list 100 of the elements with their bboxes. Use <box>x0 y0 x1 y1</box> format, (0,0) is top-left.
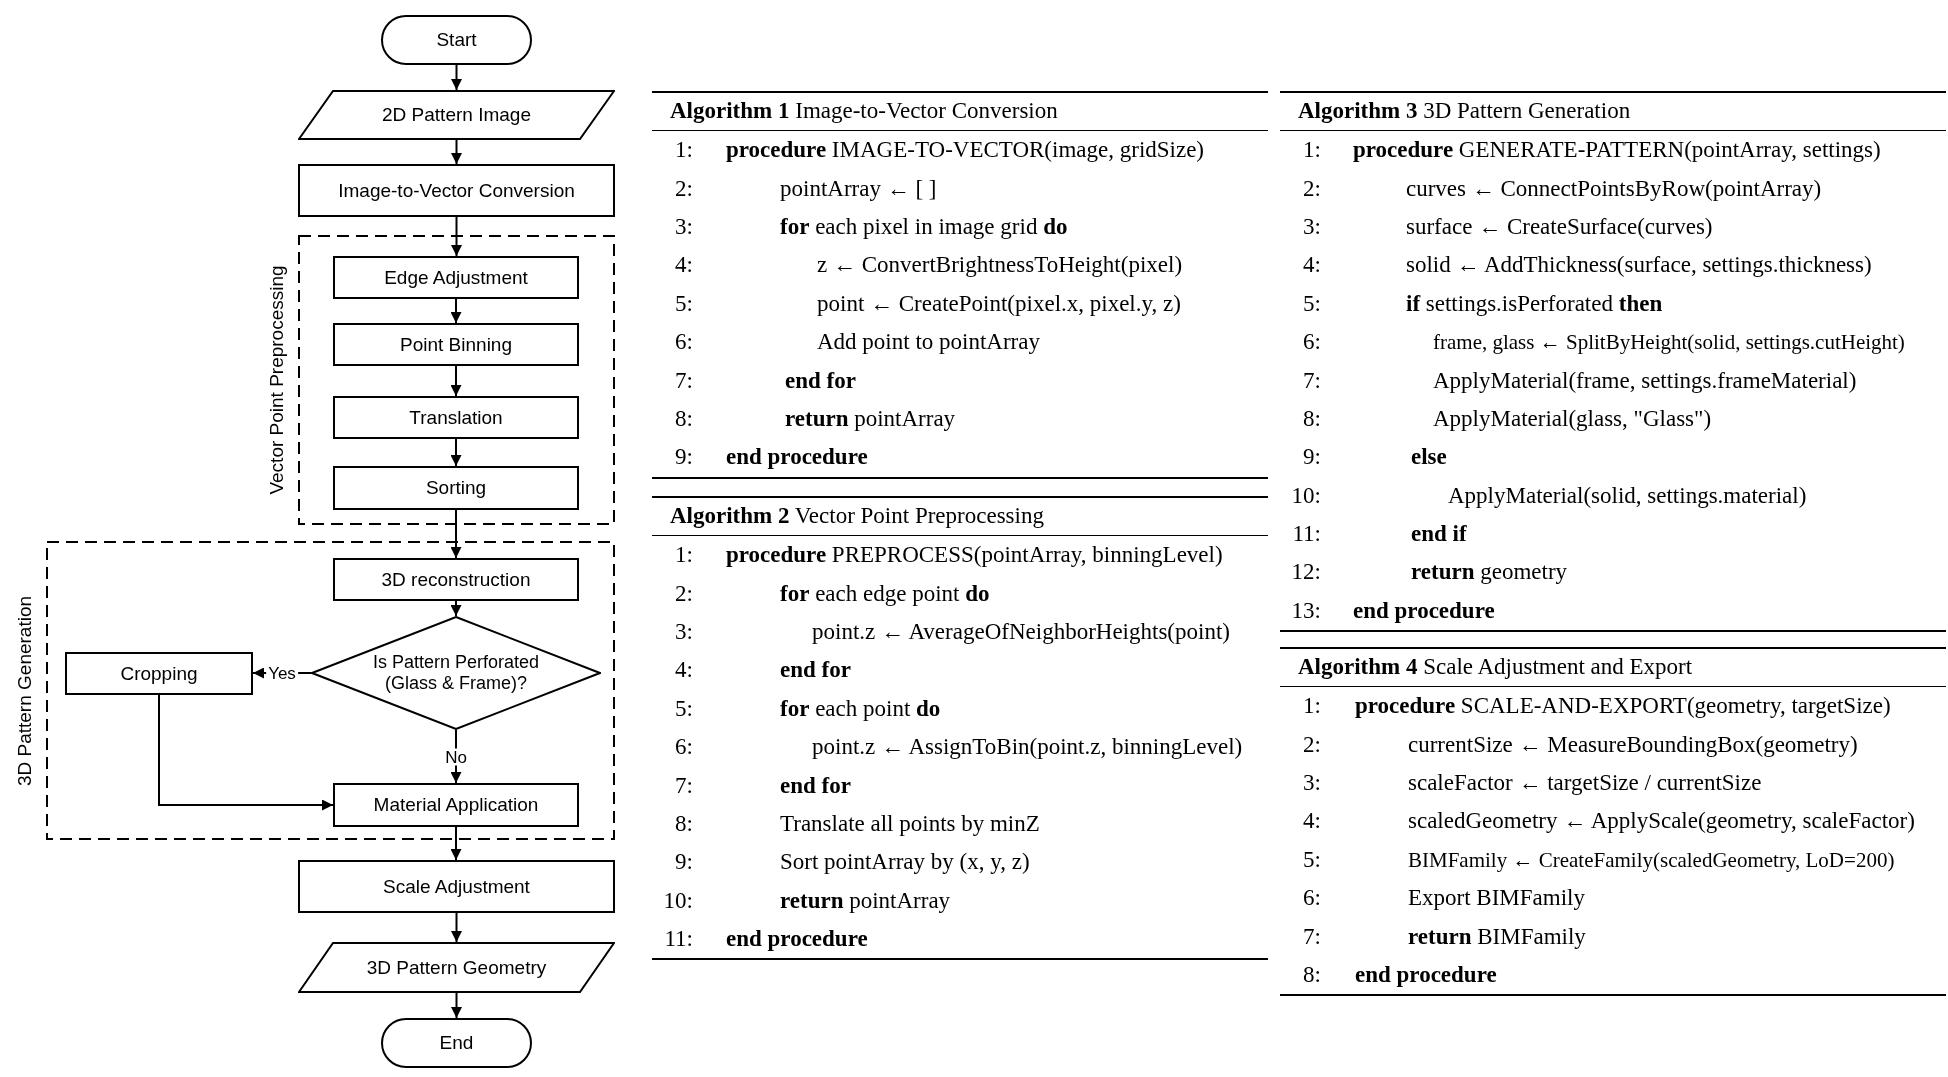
pseudocode-line: ApplyMaterial(solid, settings.material) <box>1448 481 1807 510</box>
pseudocode-line: procedure GENERATE-PATTERN(pointArray, settings) <box>1353 135 1881 164</box>
pseudocode-line: solid ← AddThickness(surface, settings.thickness) <box>1406 251 1872 279</box>
step-label: Start <box>436 28 477 52</box>
pseudocode-line: end for <box>780 656 851 684</box>
data-parallelogram <box>298 90 615 140</box>
pseudocode-line: return BIMFamily <box>1408 922 1586 951</box>
edge-label: Yes <box>266 664 298 682</box>
line-number: 6: <box>675 327 693 356</box>
line-number: 9: <box>1303 442 1321 471</box>
pseudocode-line: end if <box>1411 519 1467 548</box>
line-number: 4: <box>1303 807 1321 835</box>
flow-arrow <box>451 139 462 165</box>
line-number: 3: <box>675 617 693 646</box>
line-number: 10: <box>663 886 693 915</box>
line-number: 7: <box>1303 366 1321 395</box>
step-label: Translation <box>409 405 503 430</box>
pseudocode-line: end procedure <box>1355 960 1497 989</box>
step-label: Image-to-Vector Conversion <box>338 178 575 203</box>
line-number: 3: <box>1303 768 1321 797</box>
pseudocode-line: Export BIMFamily <box>1408 883 1585 912</box>
line-number: 2: <box>1303 174 1321 203</box>
line-number: 1: <box>675 540 693 569</box>
step-label: Point Binning <box>400 332 512 357</box>
pseudocode-line: Translate all points by minZ <box>780 809 1040 838</box>
group-title: Vector Point Preprocessing <box>266 265 286 495</box>
pseudocode-line: for each point do <box>780 694 941 723</box>
pseudocode-line: curves ← ConnectPointsByRow(pointArray) <box>1406 174 1822 203</box>
line-number: 3: <box>675 212 693 241</box>
step-label: 3D Pattern Geometry <box>366 955 547 980</box>
process-box <box>298 860 615 913</box>
step-label: Cropping <box>120 661 198 686</box>
pseudocode-line: point.z ← AssignToBin(point.z, binningLevel) <box>812 732 1243 761</box>
line-number: 4: <box>675 251 693 279</box>
process-box <box>298 164 615 217</box>
line-number: 8: <box>675 809 693 838</box>
process-box <box>65 652 253 695</box>
pseudocode-line: procedure SCALE-AND-EXPORT(geometry, targetSize) <box>1355 691 1891 720</box>
pseudocode-line: return pointArray <box>785 404 956 433</box>
line-number: 5: <box>675 289 693 318</box>
pseudocode-line: z ← ConvertBrightnessToHeight(pixel) <box>817 251 1183 279</box>
pseudocode-line: return pointArray <box>780 886 951 915</box>
pseudocode-line: return geometry <box>1411 558 1568 587</box>
line-number: 11: <box>1292 519 1321 548</box>
line-number: 1: <box>1303 691 1321 720</box>
line-number: 6: <box>675 732 693 761</box>
line-number: 7: <box>675 771 693 800</box>
line-number: 9: <box>675 847 693 876</box>
pseudocode-line: for each pixel in image grid do <box>780 212 1068 241</box>
algorithm-caption: Algorithm 4 Scale Adjustment and Export <box>1298 653 1693 682</box>
flow-arrow <box>450 298 462 324</box>
flow-arrow <box>450 365 462 397</box>
line-number: 8: <box>675 404 693 433</box>
step-label: Scale Adjustment <box>383 874 530 899</box>
pseudocode-line: pointArray ← [ ] <box>780 174 937 203</box>
pseudocode-line: currentSize ← MeasureBoundingBox(geometry) <box>1408 730 1858 759</box>
line-number: 3: <box>1303 212 1321 241</box>
pseudocode-line: point ← CreatePoint(pixel.x, pixel.y, z) <box>817 289 1181 318</box>
line-number: 11: <box>664 924 693 953</box>
pseudocode-line: end procedure <box>1353 596 1495 625</box>
line-number: 1: <box>675 135 693 164</box>
line-number: 2: <box>675 174 693 203</box>
line-number: 1: <box>1303 135 1321 164</box>
pseudocode-line: BIMFamily ← CreateFamily(scaledGeometry, LoD=200) <box>1408 846 1895 873</box>
flow-arrow <box>451 64 462 91</box>
pseudocode-line: end for <box>785 366 856 395</box>
flow-arrow <box>450 438 462 467</box>
step-label: Sorting <box>425 476 487 500</box>
line-number: 10: <box>1291 481 1321 510</box>
line-number: 7: <box>1303 922 1321 951</box>
line-number: 4: <box>1303 251 1321 279</box>
algorithm-caption: Algorithm 2 Vector Point Preprocessing <box>670 502 1044 531</box>
line-number: 12: <box>1291 558 1321 587</box>
line-number: 5: <box>1303 845 1321 874</box>
line-number: 5: <box>675 694 693 723</box>
pseudocode-line: for each edge point do <box>780 579 990 608</box>
flow-arrow <box>450 826 462 861</box>
pseudocode-line: Sort pointArray by (x, y, z) <box>780 847 1030 876</box>
line-number: 8: <box>1303 960 1321 989</box>
process-box <box>333 396 579 439</box>
pseudocode-line: procedure PREPROCESS(pointArray, binningLevel) <box>726 540 1223 569</box>
line-number: 6: <box>1303 883 1321 912</box>
pseudocode-line: end procedure <box>726 442 868 471</box>
flow-arrow <box>451 992 462 1019</box>
line-number: 2: <box>1303 730 1321 759</box>
edge-label: No <box>443 748 469 765</box>
line-number: 6: <box>1303 327 1321 356</box>
line-number: 7: <box>675 366 693 395</box>
pseudocode-line: frame, glass ← SplitByHeight(solid, settings.cutHeight) <box>1433 329 1905 356</box>
flow-arrow <box>450 600 462 617</box>
process-box <box>333 323 579 366</box>
decision-label: Is Pattern Perforated (Glass & Frame)? <box>371 652 541 694</box>
process-box <box>333 783 579 827</box>
pseudocode-line: end procedure <box>726 924 868 953</box>
pseudocode-line: scaleFactor ← targetSize / currentSize <box>1408 768 1762 797</box>
pseudocode-line: point.z ← AverageOfNeighborHeights(point) <box>812 617 1230 646</box>
pseudocode-line: ApplyMaterial(frame, settings.frameMaterial) <box>1433 366 1857 395</box>
line-number: 13: <box>1291 596 1321 625</box>
step-label: Edge Adjustment <box>384 265 528 290</box>
step-label: Material Application <box>373 793 539 817</box>
